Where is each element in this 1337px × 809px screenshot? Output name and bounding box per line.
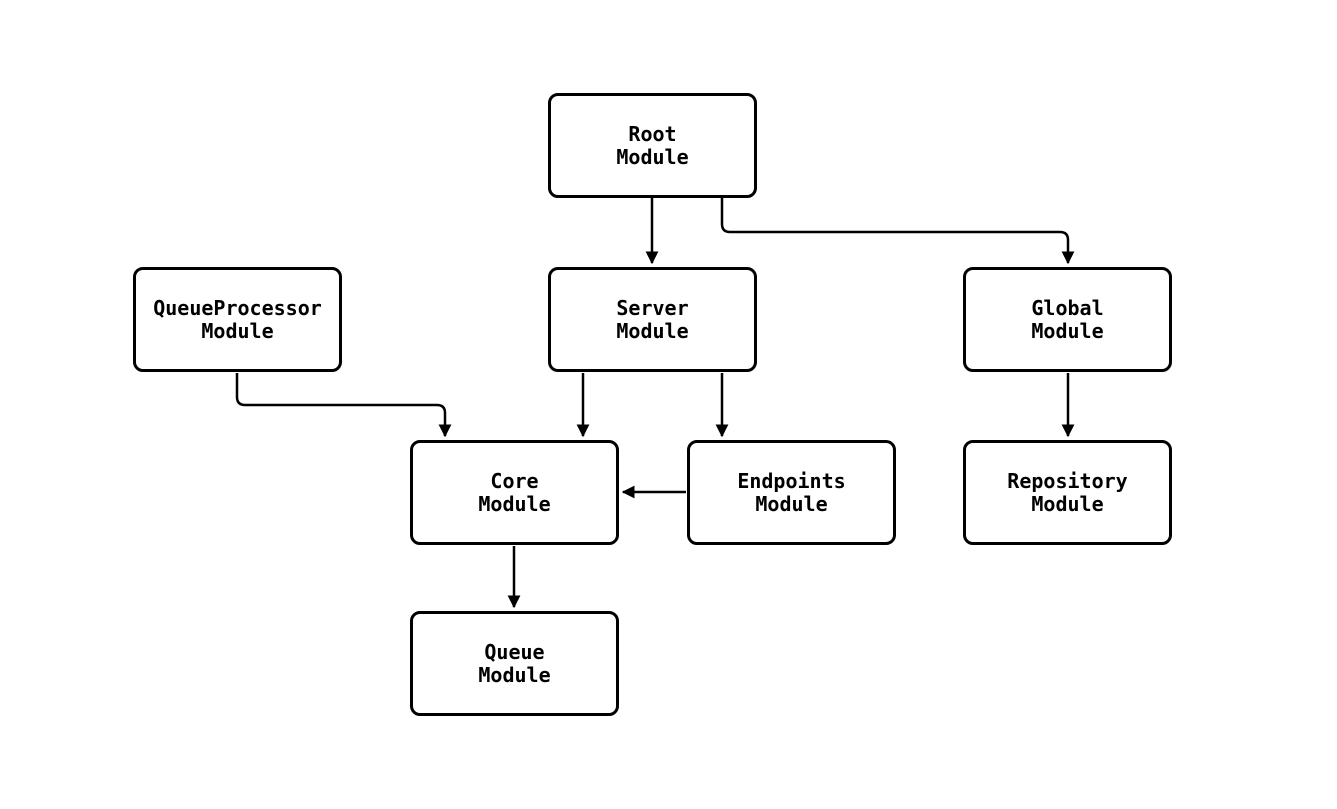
edge-root-to-global — [720, 198, 1075, 265]
node-root-module: Root Module — [548, 93, 757, 198]
node-global-module: Global Module — [963, 267, 1172, 372]
node-repository-module: Repository Module — [963, 440, 1172, 545]
node-queue-module-label: Queue Module — [478, 639, 551, 687]
edge-queueprocessor-to-core — [235, 373, 452, 438]
node-server-module-label: Server Module — [616, 295, 689, 343]
node-queueprocessor-module: QueueProcessor Module — [133, 267, 342, 372]
node-queueprocessor-module-label: QueueProcessor Module — [153, 295, 322, 343]
node-core-module-label: Core Module — [478, 468, 551, 516]
node-endpoints-module-label: Endpoints Module — [737, 468, 846, 516]
node-core-module: Core Module — [410, 440, 619, 545]
node-repository-module-label: Repository Module — [1007, 468, 1128, 516]
node-global-module-label: Global Module — [1031, 295, 1104, 343]
node-endpoints-module: Endpoints Module — [687, 440, 896, 545]
node-queue-module: Queue Module — [410, 611, 619, 716]
node-server-module: Server Module — [548, 267, 757, 372]
node-root-module-label: Root Module — [616, 121, 689, 169]
